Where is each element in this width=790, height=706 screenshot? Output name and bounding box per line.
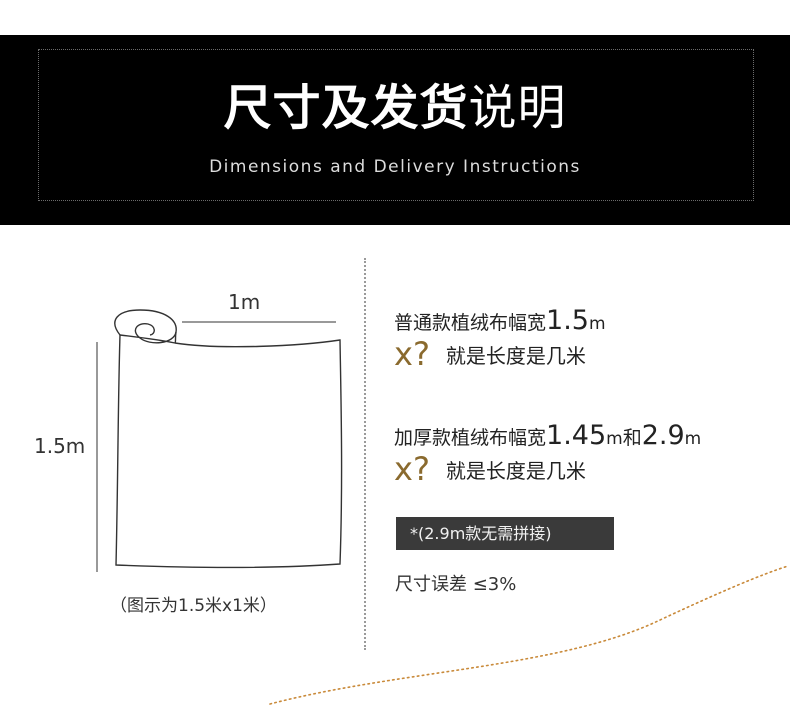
normal-width-line: 普通款植绒布幅宽1.5m	[394, 305, 606, 336]
thick-width-unit1: m	[606, 429, 623, 449]
title-bold: 尺寸及发货	[223, 80, 469, 136]
thick-width-value2: 2.9	[641, 420, 685, 451]
roll-curl-inner	[174, 331, 177, 344]
illustration-caption: （图示为1.5米x1米）	[110, 596, 277, 616]
thick-width-text: 加厚款植绒布幅宽	[394, 427, 547, 449]
thick-question-text: 就是长度是几米	[445, 458, 586, 483]
normal-width-text: 普通款植绒布幅宽	[394, 312, 547, 334]
thick-width-conj: 和	[622, 427, 642, 449]
roll-curl	[114, 309, 177, 344]
thick-width-unit2: m	[684, 429, 702, 449]
normal-width-unit: m	[588, 314, 606, 334]
normal-x-symbol: x?	[394, 335, 430, 373]
page-subtitle: Dimensions and Delivery Instructions	[209, 157, 581, 177]
page-title: 尺寸及发货说明	[0, 78, 790, 138]
tolerance-text: 尺寸误差 ≤3%	[395, 574, 517, 595]
title-light: 说明	[468, 80, 567, 136]
no-splice-note-badge: *(2.9m款无需拼接)	[396, 517, 614, 550]
thick-length-question: x? 就是长度是几米	[394, 450, 586, 488]
thick-x-symbol: x?	[394, 450, 430, 488]
normal-question-text: 就是长度是几米	[445, 343, 586, 368]
vertical-divider	[364, 258, 366, 650]
banner-frame	[38, 49, 754, 201]
normal-length-question: x? 就是长度是几米	[394, 335, 586, 373]
height-label: 1.5m	[34, 434, 86, 458]
width-label: 1m	[228, 290, 261, 314]
thick-width-value1: 1.45	[546, 420, 607, 451]
header-banner: 尺寸及发货说明 Dimensions and Delivery Instruct…	[0, 35, 790, 225]
thick-width-line: 加厚款植绒布幅宽1.45m和2.9m	[394, 420, 701, 451]
fabric-roll-illustration	[96, 309, 343, 572]
roll-outline	[115, 334, 343, 569]
normal-width-value: 1.5	[546, 305, 589, 336]
